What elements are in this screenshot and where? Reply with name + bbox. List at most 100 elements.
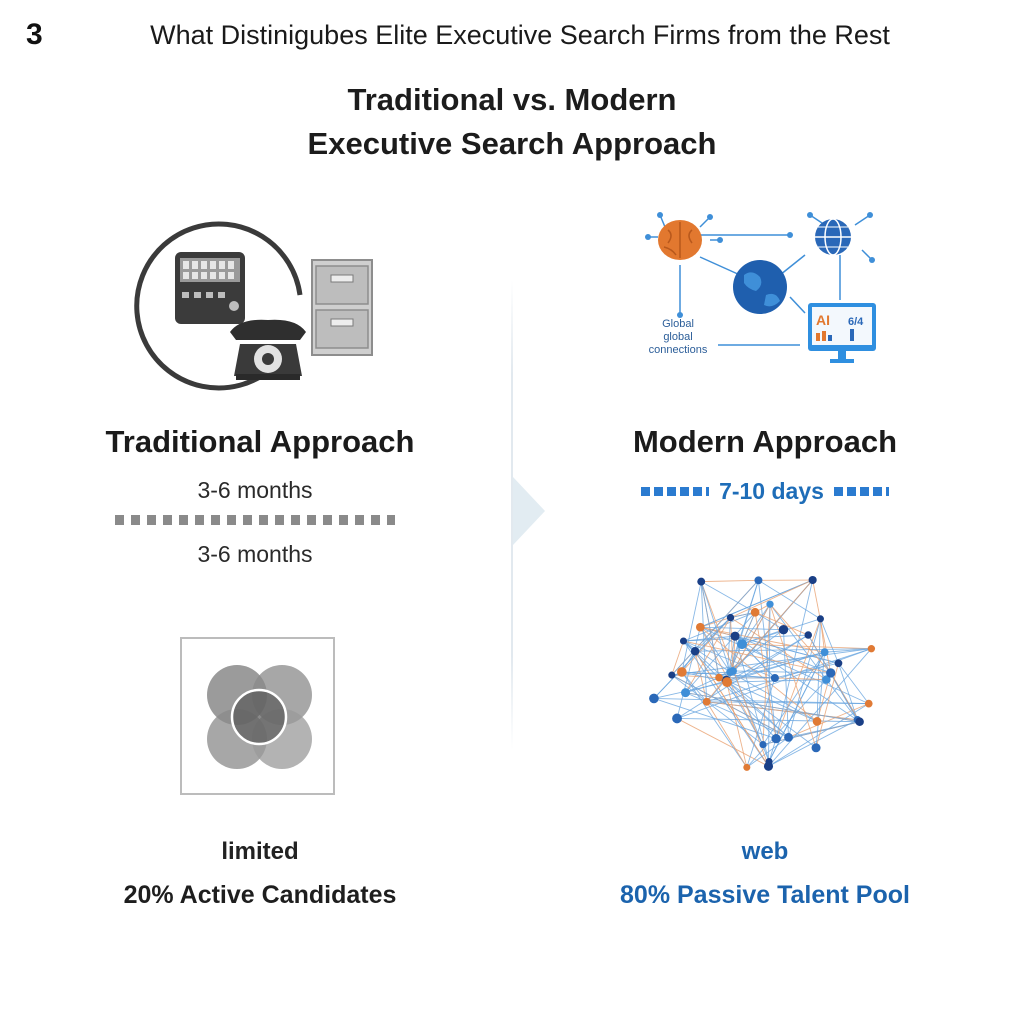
network-link xyxy=(730,617,734,671)
network-link xyxy=(815,663,839,748)
network-link xyxy=(812,579,832,674)
network-link xyxy=(815,652,826,748)
network-link xyxy=(746,679,827,768)
network-node xyxy=(679,637,688,645)
network-node xyxy=(766,600,774,608)
network-node xyxy=(763,761,774,771)
diagram-label-line3: connections xyxy=(648,344,708,356)
network-link xyxy=(732,636,736,671)
network-link xyxy=(683,611,756,642)
traditional-illustration xyxy=(134,221,373,391)
network-node xyxy=(702,697,711,706)
modern-duration-group: 7-10 days xyxy=(610,478,920,505)
telephone-icon xyxy=(230,319,306,380)
network-link xyxy=(768,719,858,767)
network-node xyxy=(759,741,767,749)
network-link xyxy=(653,681,728,699)
network-link xyxy=(700,581,731,673)
network-web-icon xyxy=(649,575,876,771)
modern-duration: 7-10 days xyxy=(719,478,824,504)
network-link xyxy=(700,581,708,702)
network-link xyxy=(746,736,789,768)
network-node xyxy=(726,613,735,622)
network-link xyxy=(754,612,777,739)
network-node xyxy=(855,717,864,727)
traditional-duration-top: 3-6 months xyxy=(197,477,313,503)
brain-icon xyxy=(658,220,702,260)
network-link xyxy=(683,640,769,767)
network-node xyxy=(737,639,748,650)
network-link xyxy=(768,652,826,762)
network-node xyxy=(811,743,821,753)
network-link xyxy=(768,703,869,767)
network-node xyxy=(697,577,706,586)
network-link xyxy=(820,618,839,664)
limited-pool-box xyxy=(180,637,335,795)
modern-caption-main: 80% Passive Talent Pool xyxy=(620,881,910,909)
modern-timeline-bar-right xyxy=(833,487,889,496)
rolodex-icon xyxy=(134,221,303,391)
modern-timeline-bar-left xyxy=(641,487,710,496)
network-link xyxy=(706,648,872,703)
network-node xyxy=(690,647,700,656)
network-link xyxy=(730,617,827,680)
network-node xyxy=(778,625,789,635)
network-link xyxy=(733,670,831,674)
network-link xyxy=(685,617,731,693)
network-node xyxy=(681,688,691,698)
network-node xyxy=(812,717,822,726)
network-link xyxy=(783,629,789,738)
slide-number: 3 xyxy=(26,18,43,51)
network-link xyxy=(838,662,870,704)
network-node xyxy=(808,575,817,585)
traditional-caption-main: 20% Active Candidates xyxy=(123,881,397,909)
network-node xyxy=(771,734,781,744)
network-link xyxy=(741,603,771,645)
network-link xyxy=(718,651,825,679)
network-link xyxy=(701,581,756,613)
network-node xyxy=(754,576,763,585)
network-link xyxy=(729,671,818,722)
network-link xyxy=(653,697,869,705)
network-link xyxy=(758,579,821,620)
network-link xyxy=(681,581,702,673)
network-node xyxy=(743,763,751,771)
divider-arrow-icon xyxy=(513,477,545,545)
network-link xyxy=(706,701,748,768)
network-node xyxy=(867,644,876,653)
network-node xyxy=(695,622,705,632)
network-node xyxy=(822,675,831,684)
network-node xyxy=(677,667,687,677)
network-link xyxy=(746,677,776,768)
network-link xyxy=(701,579,759,583)
network-link xyxy=(671,640,684,676)
globe-icon xyxy=(733,260,787,314)
traditional-caption-small: limited xyxy=(221,838,299,865)
network-link xyxy=(769,604,817,748)
monitor-analytics-icon: AI 6/4 xyxy=(808,303,876,363)
network-link xyxy=(734,635,831,674)
network-link xyxy=(700,579,813,628)
traditional-timeline-bar xyxy=(115,515,395,525)
network-node xyxy=(804,631,813,639)
network-link xyxy=(700,626,825,653)
network-node xyxy=(834,659,843,668)
network-link xyxy=(838,663,858,720)
network-globe-icon xyxy=(815,218,851,256)
diagram-label-line2: global xyxy=(663,331,693,343)
network-link xyxy=(769,603,832,674)
network-node xyxy=(649,693,659,704)
modern-caption-small: web xyxy=(741,838,789,865)
network-node xyxy=(730,631,740,641)
center-divider xyxy=(511,280,513,750)
network-link xyxy=(699,626,731,673)
traditional-duration-bottom: 3-6 months xyxy=(197,541,313,567)
network-link xyxy=(681,671,748,768)
network-link xyxy=(653,617,731,699)
network-link xyxy=(726,634,809,683)
network-link xyxy=(676,634,809,719)
network-link xyxy=(774,677,827,681)
modern-illustration: AI 6/4 xyxy=(645,212,876,363)
network-link xyxy=(807,634,858,721)
network-link xyxy=(788,703,869,738)
